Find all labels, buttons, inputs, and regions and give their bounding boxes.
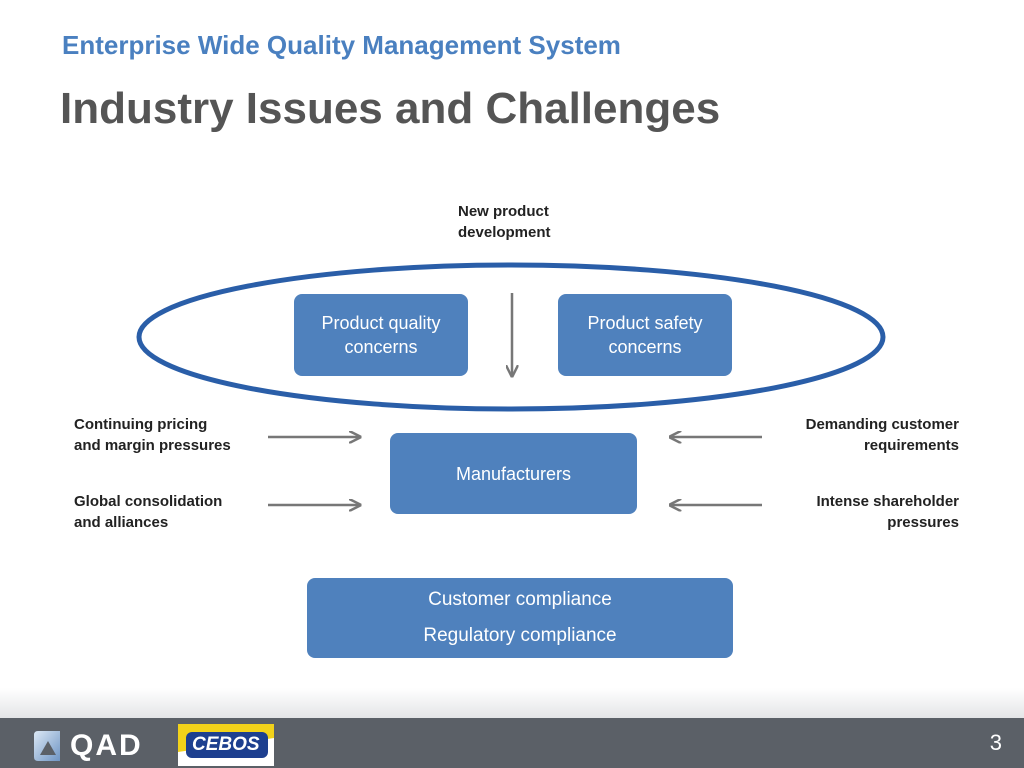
global-consolidation-label: Global consolidation and alliances [74, 493, 223, 531]
compliance-box: Customer compliance Regulatory complianc… [307, 578, 733, 658]
qad-mark-icon [34, 731, 60, 761]
product-safety-box: Product safety concerns [558, 294, 732, 376]
pricing-pressures-label: Continuing pricing and margin pressures [74, 416, 231, 454]
slide-title: Industry Issues and Challenges [60, 84, 721, 133]
slide-subtitle: Enterprise Wide Quality Management Syste… [62, 30, 621, 60]
cebos-logo: CEBOS [178, 724, 274, 766]
footer-bar [0, 718, 1024, 768]
customer-requirements-label: Demanding customer requirements [805, 416, 959, 454]
cebos-mark-icon [178, 724, 274, 758]
shareholder-pressures-label: Intense shareholder pressures [816, 493, 959, 531]
qad-logo: QAD [30, 728, 143, 764]
new-product-label: New product development [458, 203, 551, 241]
manufacturers-box: Manufacturers [390, 433, 637, 514]
page-number: 3 [989, 730, 1002, 755]
footer-gradient [0, 688, 1024, 718]
focus-ellipse [136, 262, 886, 412]
product-quality-box: Product quality concerns [294, 294, 468, 376]
